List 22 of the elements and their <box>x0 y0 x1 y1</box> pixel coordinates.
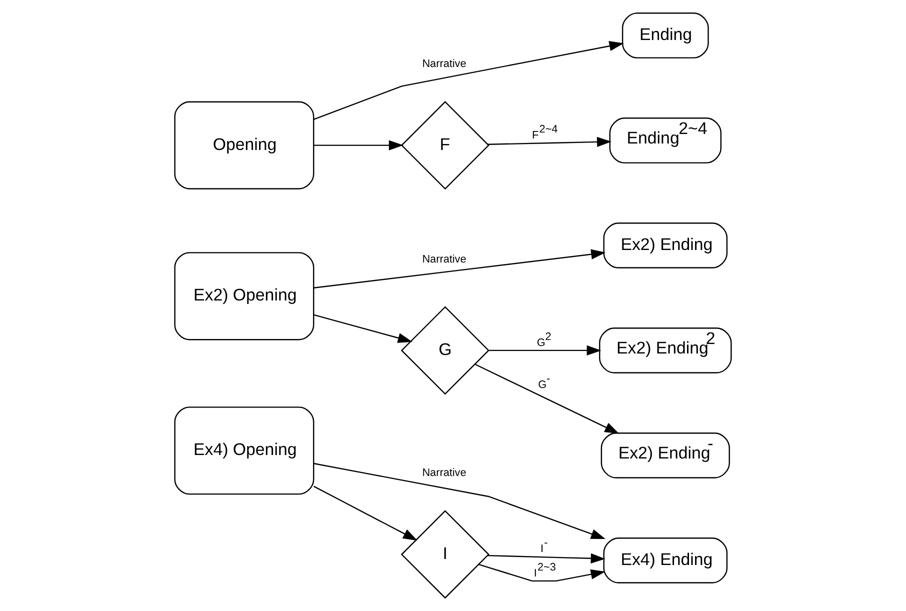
node-box: Ex2) Ending <box>603 222 728 268</box>
node-box: Opening <box>174 101 314 190</box>
node-diamond: F <box>400 101 490 190</box>
arrow <box>488 136 612 148</box>
node-box: Ending <box>622 12 709 58</box>
node-box: Ex4) Opening <box>174 406 314 495</box>
node-diamond: G <box>400 306 490 395</box>
arrow <box>314 314 412 343</box>
node-box: Ex4) Ending <box>603 538 728 584</box>
arrow <box>314 140 404 150</box>
arrow <box>488 345 602 356</box>
edge-label: Narrative <box>422 467 466 480</box>
arrow <box>488 553 606 564</box>
arrow <box>314 249 606 288</box>
arrow <box>478 564 606 582</box>
edge-label: Narrative <box>422 254 466 266</box>
arrow <box>314 462 606 540</box>
arrow <box>313 486 418 541</box>
arrow <box>475 364 620 434</box>
edge-label: Narrative <box>422 58 466 70</box>
arrow <box>314 41 624 120</box>
node-box: Ex2) Opening <box>174 252 314 340</box>
